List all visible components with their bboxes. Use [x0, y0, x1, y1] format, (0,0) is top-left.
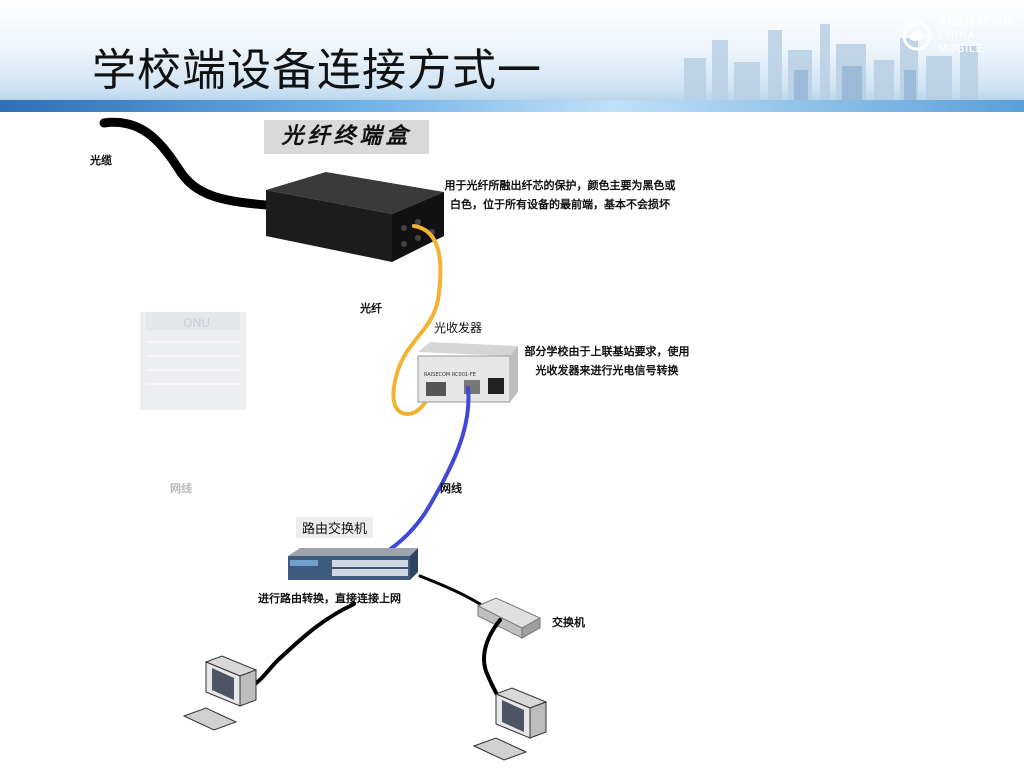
slide-title: 学校端设备连接方式一	[92, 45, 542, 96]
optical-cable-line	[99, 117, 285, 211]
optical-transceiver-device	[417, 342, 518, 403]
network-cable-label: 网线	[440, 482, 462, 495]
fiber-box-description-line2: 白色，位于所有设备的最前端，基本不会损坏	[450, 198, 670, 211]
router-to-switch-cable	[418, 574, 482, 606]
faded-cable-label: 网线	[170, 482, 192, 495]
onu-device-faded	[140, 312, 246, 410]
logo-chinese-name: 中国移动通信	[937, 15, 1016, 30]
fiber-cable-line	[391, 224, 443, 417]
switch-device	[476, 597, 542, 639]
optical-cable-label: 光缆	[90, 154, 112, 167]
china-mobile-logo: 中国移动通信 CHINA MOBILE	[902, 16, 1024, 55]
fiber-box-description-line1: 用于光纤所融出纤芯的保护，颜色主要为黑色或	[444, 179, 676, 192]
computer-1-device	[182, 655, 258, 731]
transceiver-description-line2: 光收发器来进行光电信号转换	[535, 364, 679, 377]
fiber-box-title: 光纤终端盒	[264, 120, 429, 154]
transceiver-description: 部分学校由于上联基站要求，使用 光收发器来进行光电信号转换	[514, 342, 700, 380]
city-skyline-decoration	[684, 24, 978, 102]
router-switch-device	[288, 548, 418, 580]
slide-header: 中国移动通信 CHINA MOBILE 学校端设备连接方式一	[0, 0, 1024, 110]
logo-english-name: CHINA MOBILE	[937, 29, 983, 55]
china-mobile-logo-icon	[902, 21, 932, 50]
onu-label: ONU	[183, 316, 211, 330]
fiber-label: 光纤	[360, 302, 382, 315]
transceiver-device-text: RAISECOM RC001-FE	[424, 372, 476, 378]
header-band	[0, 100, 1024, 112]
transceiver-description-line1: 部分学校由于上联基站要求，使用	[524, 345, 690, 358]
fiber-terminal-box-device	[266, 172, 444, 262]
transceiver-title: 光收发器	[434, 321, 483, 335]
router-to-pc1-cable	[250, 602, 356, 688]
fiber-box-description: 用于光纤所融出纤芯的保护，颜色主要为黑色或 白色，位于所有设备的最前端，基本不会…	[432, 176, 688, 214]
computer-2-device	[472, 687, 548, 761]
router-switch-description: 进行路由转换，直接连接上网	[258, 592, 401, 605]
switch-label: 交换机	[552, 616, 585, 629]
router-switch-title: 路由交换机	[296, 517, 374, 538]
